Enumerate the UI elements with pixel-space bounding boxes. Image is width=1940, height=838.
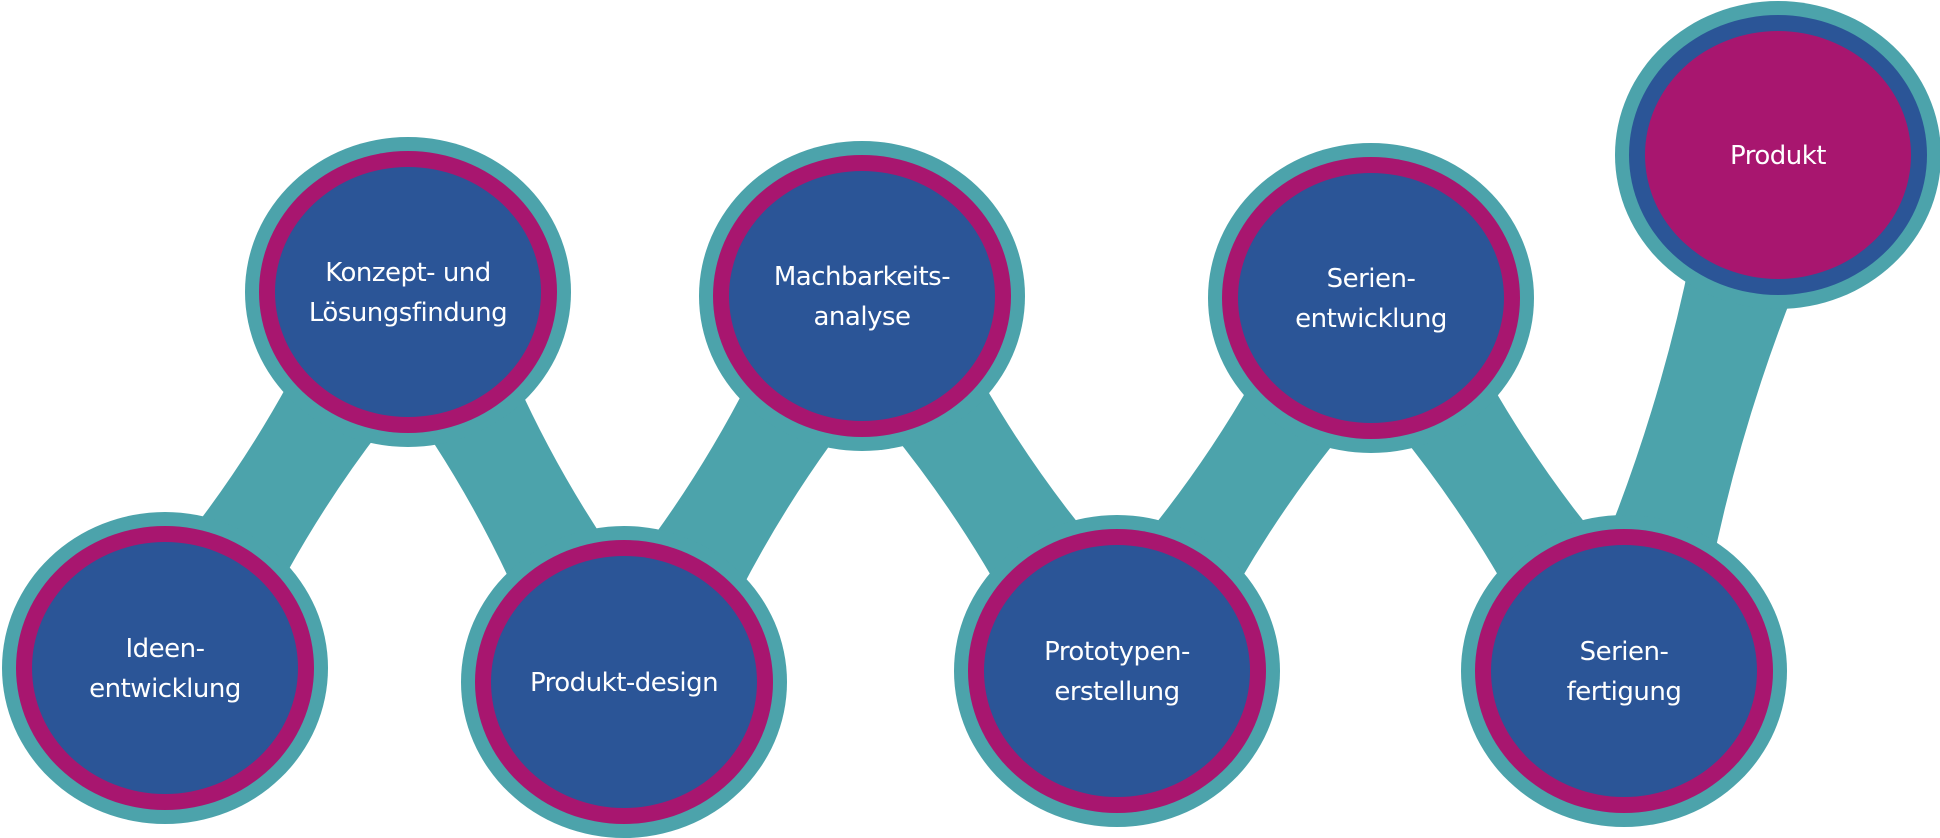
node-fill: [1491, 545, 1757, 797]
node-label-line: Produkt: [1730, 141, 1826, 171]
node-prototypenerstellung: Prototypen-erstellung: [954, 515, 1280, 827]
node-label-line: fertigung: [1567, 677, 1682, 707]
node-label: Serien-entwicklung: [1295, 264, 1447, 334]
node-label-line: entwicklung: [89, 674, 241, 704]
node-label-line: entwicklung: [1295, 304, 1447, 334]
node-produkt-design: Produkt-design: [461, 526, 787, 838]
node-label-line: Machbarkeits-: [774, 262, 950, 292]
node-label-line: Ideen-: [125, 634, 204, 664]
node-label-line: Serien-: [1580, 637, 1669, 667]
node-fill: [32, 542, 298, 794]
node-label: Ideen-entwicklung: [89, 634, 241, 704]
node-label-line: Produkt-design: [530, 668, 718, 698]
node-label-line: Konzept- und: [325, 258, 491, 288]
node-label: Prototypen-erstellung: [1044, 637, 1190, 707]
node-label: Produkt: [1730, 141, 1826, 171]
node-serienfertigung: Serien-fertigung: [1461, 515, 1787, 827]
node-label: Serien-fertigung: [1567, 637, 1682, 707]
node-label-line: analyse: [814, 302, 911, 332]
node-label: Machbarkeits-analyse: [774, 262, 950, 332]
node-serienentwicklung: Serien-entwicklung: [1208, 143, 1534, 453]
node-fill: [984, 545, 1250, 797]
node-label-line: erstellung: [1054, 677, 1179, 707]
node-label-line: Lösungsfindung: [309, 298, 507, 328]
node-ideenentwicklung: Ideen-entwicklung: [2, 512, 328, 824]
node-fill: [1645, 31, 1911, 279]
node-machbarkeitsanalyse: Machbarkeits-analyse: [699, 141, 1025, 451]
node-fill: [1238, 173, 1504, 423]
node-fill: [491, 556, 757, 808]
node-label: Produkt-design: [530, 668, 718, 698]
node-label-line: Serien-: [1327, 264, 1416, 294]
node-fill: [275, 167, 541, 417]
node-label-line: Prototypen-: [1044, 637, 1190, 667]
node-produkt: Produkt: [1615, 1, 1940, 309]
node-fill: [729, 171, 995, 421]
